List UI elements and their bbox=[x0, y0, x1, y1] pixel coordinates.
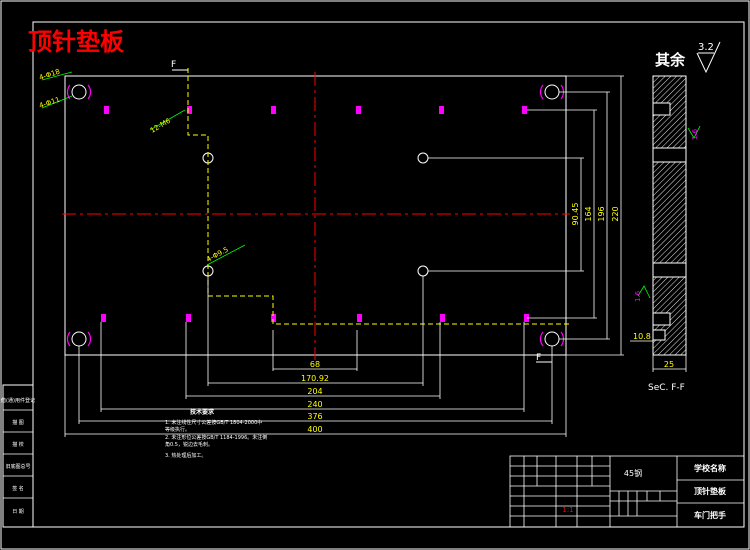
section-arrows bbox=[172, 69, 552, 363]
section-caption: SeC. F-F bbox=[648, 383, 685, 393]
side-bar-label: 旧底图总号 bbox=[5, 463, 30, 470]
thread-mark bbox=[524, 314, 529, 322]
section-dim-small: 10.8 bbox=[633, 332, 651, 341]
title-block-scale: 1:1 bbox=[562, 506, 573, 514]
side-bar: 借(通)用件登记 描 图 描 校 旧底图总号 签 名 日 期 bbox=[1, 384, 35, 528]
title-block-school: 学校名称 bbox=[694, 463, 726, 473]
horizontal-dimensions bbox=[64, 276, 567, 437]
vertical-dimensions bbox=[428, 75, 624, 356]
hole-leaders bbox=[41, 71, 246, 266]
corner-hole-bottom-left bbox=[71, 331, 87, 347]
tech-note-line: 等级执行。 bbox=[165, 426, 190, 433]
thread-hole-label: 12-M6 bbox=[149, 117, 172, 135]
section-view-dims bbox=[630, 340, 687, 372]
dim-196: 196 bbox=[597, 206, 606, 221]
side-bar-label: 描 图 bbox=[12, 419, 24, 426]
dim-376: 376 bbox=[307, 412, 322, 421]
tech-note-line: 2. 未注形位公差按GB/T 1184-1996。未注倒 bbox=[165, 434, 267, 441]
title-block bbox=[509, 455, 745, 528]
section-roughness-2: 1.6 bbox=[634, 290, 642, 302]
side-bar-label: 描 校 bbox=[12, 441, 24, 448]
corner-hole-label-bottom: 4-Φ11 bbox=[38, 96, 61, 110]
other-finish-roughness: 3.2 bbox=[698, 42, 714, 53]
thread-mark bbox=[187, 106, 192, 114]
side-bar-label: 签 名 bbox=[12, 485, 24, 492]
thread-mark bbox=[439, 106, 444, 114]
thread-mark bbox=[101, 314, 106, 322]
other-finish-label: 其余 bbox=[655, 51, 686, 69]
corner-hole-top-left bbox=[71, 84, 87, 100]
drawing-title: 顶针垫板 bbox=[28, 28, 125, 56]
corner-hole-label-top: 4-Φ18 bbox=[38, 68, 61, 82]
dim-68: 68 bbox=[310, 360, 320, 369]
thread-mark bbox=[271, 106, 276, 114]
inner-border bbox=[32, 21, 745, 528]
title-block-material: 45钢 bbox=[624, 468, 642, 478]
side-bar-label: 借(通)用件登记 bbox=[1, 397, 35, 404]
tech-notes-title: 技术要求 bbox=[190, 408, 215, 416]
title-block-part-name: 顶针垫板 bbox=[694, 486, 727, 496]
threaded-holes bbox=[101, 106, 529, 322]
dim-164: 164 bbox=[584, 206, 593, 221]
section-roughness-1: 1.6 bbox=[691, 128, 699, 140]
roughness-symbol bbox=[696, 41, 721, 74]
section-path bbox=[187, 68, 570, 325]
dim-204: 204 bbox=[307, 387, 322, 396]
section-view bbox=[652, 75, 687, 356]
inner-hole bbox=[417, 265, 429, 277]
thread-mark bbox=[440, 314, 445, 322]
thread-mark bbox=[186, 314, 191, 322]
tech-note-line: 1. 未注线性尺寸公差按GB/T 1804-2000中 bbox=[165, 419, 262, 426]
thread-mark bbox=[104, 106, 109, 114]
dim-240: 240 bbox=[307, 400, 322, 409]
section-roughness bbox=[637, 125, 701, 299]
thread-mark bbox=[356, 106, 361, 114]
thread-mark bbox=[271, 314, 276, 322]
dim-400: 400 bbox=[307, 425, 322, 434]
dim-90-45: 90.45 bbox=[571, 203, 580, 226]
thread-mark bbox=[522, 106, 527, 114]
side-bar-label: 日 期 bbox=[12, 509, 24, 515]
section-dim-width: 25 bbox=[664, 360, 674, 369]
title-block-category: 车门把手 bbox=[694, 510, 726, 520]
section-mark-bottom: F bbox=[536, 353, 541, 363]
dim-220: 220 bbox=[611, 206, 620, 221]
corner-hole-top-right bbox=[544, 84, 560, 100]
tech-note-line: 3. 热处理后加工。 bbox=[165, 452, 206, 459]
tech-note-line: 角0.5，锐边去毛刺。 bbox=[165, 441, 213, 448]
corner-hole-bottom-right bbox=[544, 331, 560, 347]
inner-hole bbox=[417, 152, 429, 164]
dim-170-92: 170.92 bbox=[301, 374, 329, 383]
section-mark-top: F bbox=[171, 60, 176, 70]
thread-mark bbox=[357, 314, 362, 322]
